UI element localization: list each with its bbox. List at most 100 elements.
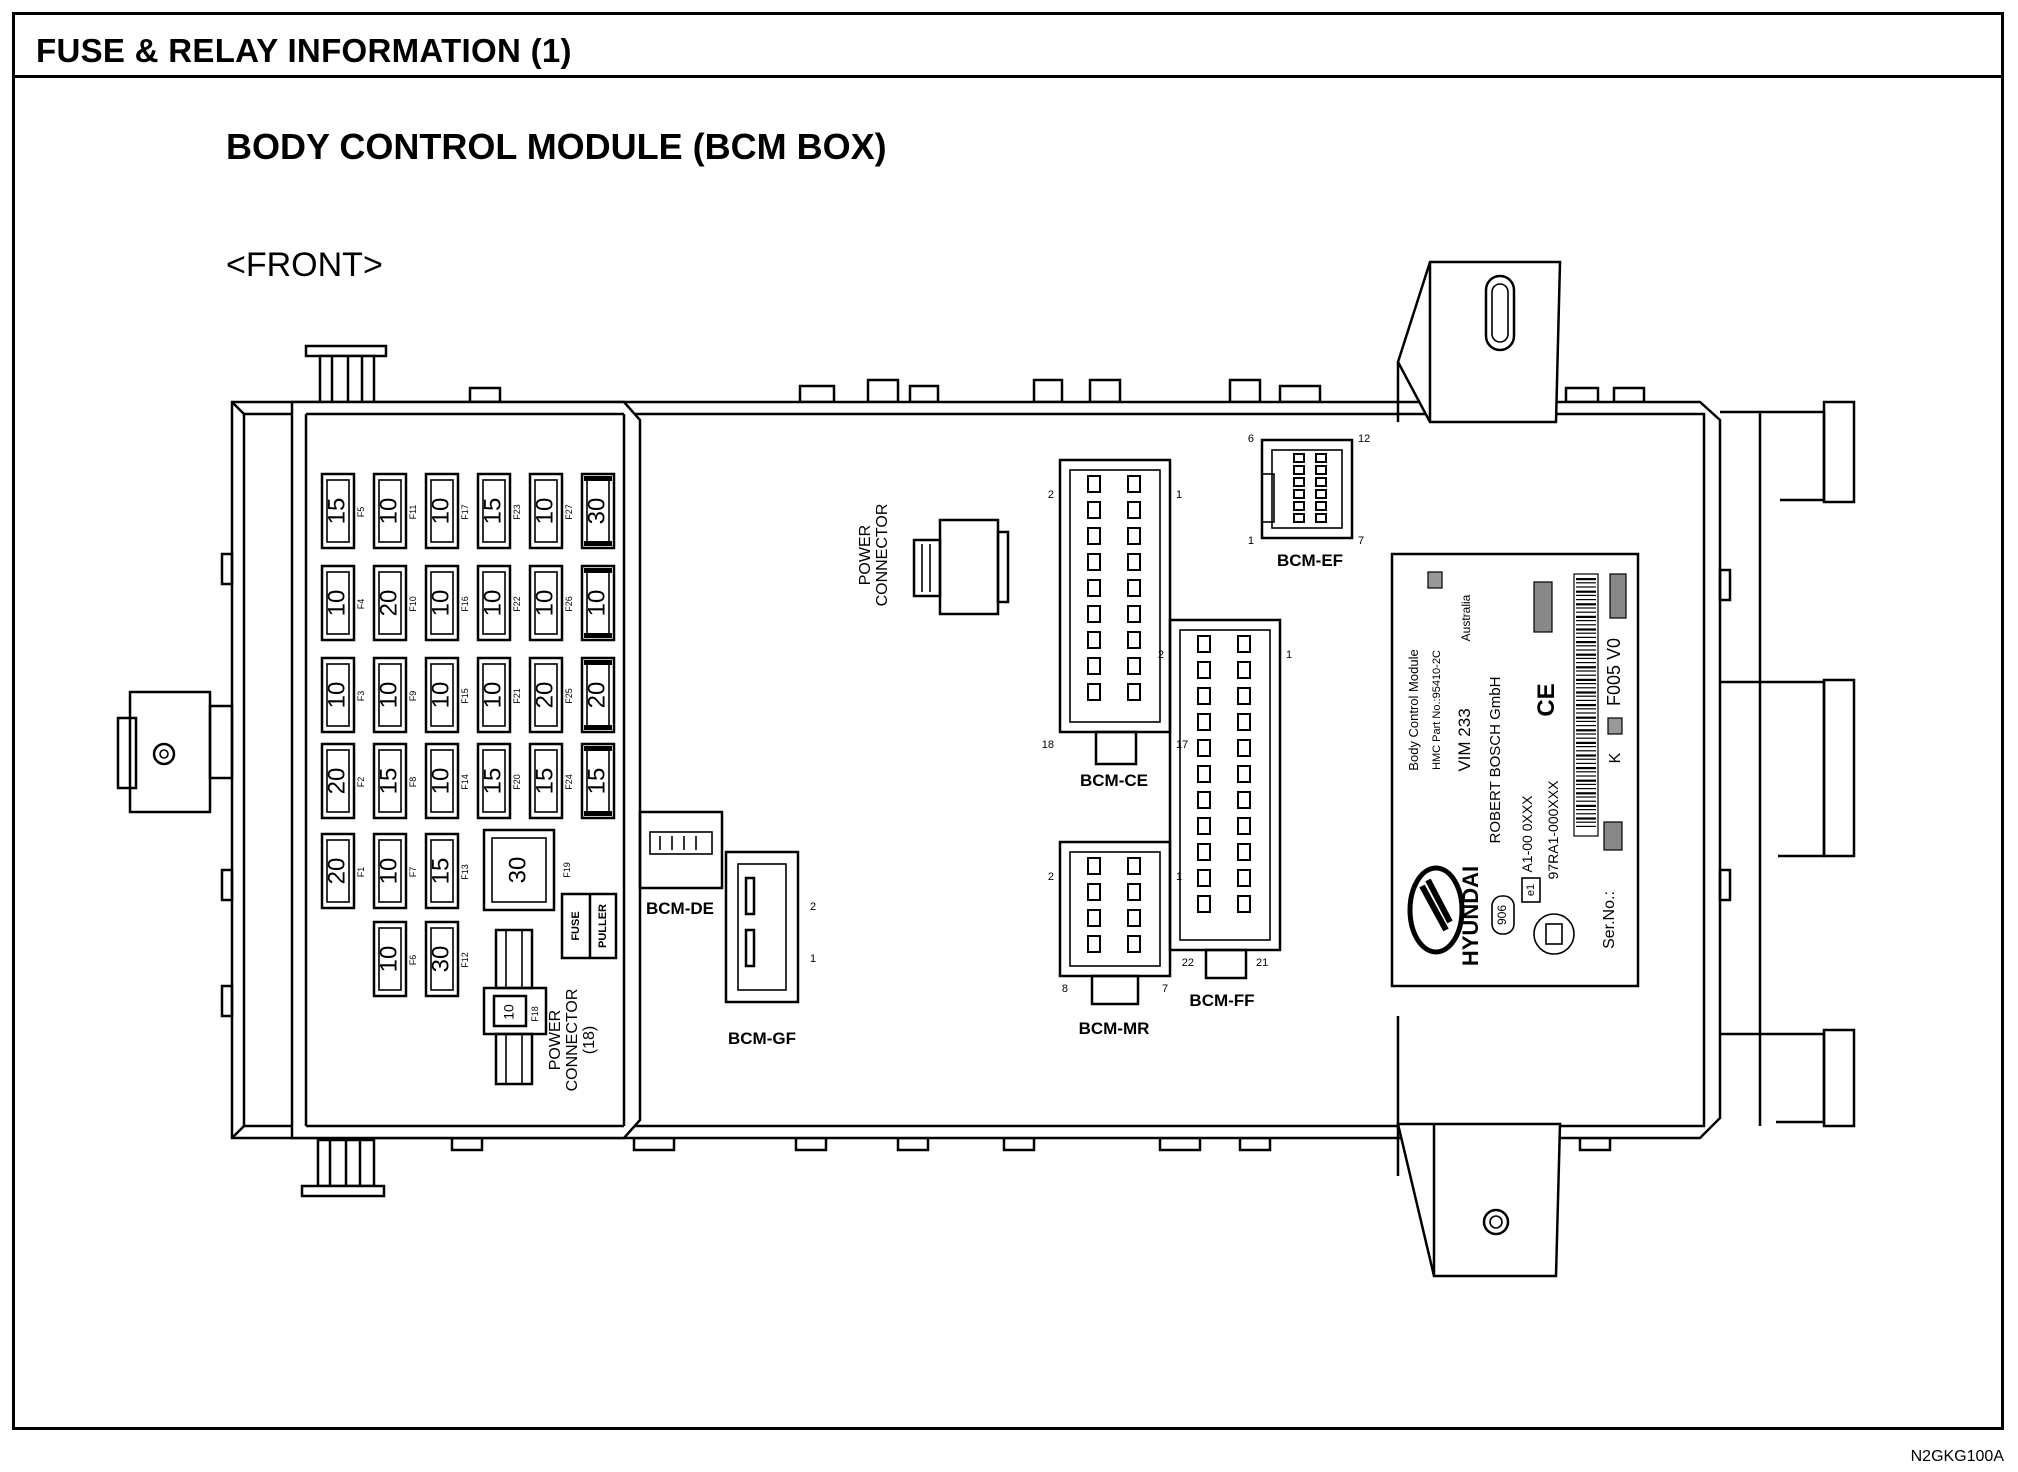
bcm-ce-pin-bl: 18 [1042,739,1054,751]
connector-bcm-mr[interactable]: 2 1 8 7 BCM-MR [1048,840,1182,1038]
fuse-f5[interactable]: 15 F5 [320,472,366,550]
fuse-id: F12 [460,952,470,968]
connector-pin [1127,527,1141,545]
connector-pin [1127,683,1141,701]
connector-pin [1315,501,1327,511]
fuse-amp: 15 [323,498,350,525]
fuse-puller[interactable]: FUSE PULLER [560,892,618,960]
fuse-id: F7 [408,867,418,878]
bcm-ce-pin-br: 17 [1176,739,1188,751]
fuse-id: F4 [356,599,366,610]
fuse-amp: 30 [427,946,454,973]
connector-pin [1127,553,1141,571]
bcm-mr-pins [1087,857,1141,953]
connector-pin [1197,791,1211,809]
fuse-amp: 15 [427,858,454,885]
fuse-id: F24 [564,774,574,790]
bcm-ce-label: BCM-CE [1080,771,1148,790]
bottom-bracket [1396,1016,1562,1278]
power-connector-18: 10 F18 POWER CONNECTOR (18) [482,928,598,1092]
figure-code: N2GKG100A [1910,1448,2004,1465]
plate-line-2: HMC Part No.:95410-2C [1431,650,1443,770]
connector-pin [1197,843,1211,861]
fuse-amp: 10 [375,946,402,973]
side-notches [220,552,1732,1018]
fuse-amp: 10 [531,590,558,617]
connector-bcm-ef[interactable]: 6 12 1 7 BCM-EF [1248,433,1370,570]
fuse-amp: 10 [375,682,402,709]
fuse-f12[interactable]: 30 F12 [424,920,470,998]
connector-pin [1315,513,1327,523]
connector-pin [1237,661,1251,679]
bcm-ce-pins [1087,475,1141,701]
fuse-f4[interactable]: 10 F4 [320,564,366,642]
connector-pin [1315,477,1327,487]
power-connector-18-label-2: CONNECTOR [564,989,581,1092]
connector-pin [1127,883,1141,901]
big-fuse-id: F19 [562,862,572,878]
bcm-ef-pins [1293,453,1327,523]
connector-bcm-ff[interactable]: 2 1 22 21 BCM-FF [1158,618,1292,1010]
connector-pin [1293,477,1305,487]
bcm-ef-label: BCM-EF [1277,551,1343,570]
power-connector-top-label-1: POWER [857,525,874,585]
bcm-ce-pin-tr: 1 [1176,489,1182,501]
fuse-spare-11[interactable]: 10 [580,564,616,642]
connector-bcm-de[interactable]: BCM-DE [638,810,724,918]
fuse-spare-17[interactable]: 20 [580,656,616,734]
fuse-18-id: F18 [530,1006,540,1022]
fuse-f7[interactable]: 10 F7 [372,832,418,910]
plate-line-5: ROBERT BOSCH GmbH [1487,677,1504,844]
connector-pin [1197,895,1211,913]
connector-bcm-gf[interactable]: 2 1 BCM-GF [724,850,816,1048]
connector-pin [1087,579,1101,597]
plate-line-6: A1-00 0XXX [1519,795,1535,873]
bcm-ff-pin-tl: 2 [1158,649,1164,661]
connector-pin [1197,739,1211,757]
fuse-spare-23[interactable]: 15 [580,742,616,820]
connector-bcm-ce[interactable]: 2 1 18 17 BCM-CE [1042,458,1189,790]
connector-pin [1127,579,1141,597]
bcm-ff-pin-bl: 22 [1182,957,1194,969]
top-edge-bumps [468,378,1646,404]
fuse-id: F27 [564,504,574,520]
fuse-f24[interactable]: 15 F24 [528,742,574,820]
fuse-puller-label-1: FUSE [570,911,582,940]
bottom-edge-bumps [450,1136,1612,1152]
connector-pin [1315,465,1327,475]
fuse-spare-5[interactable]: 30 [580,472,616,550]
connector-pin [1087,631,1101,649]
bcm-ef-pin-br: 7 [1358,535,1364,547]
fuse-amp: 15 [531,768,558,795]
module-label-plate: Body Control Module HMC Part No.:95410-2… [1390,552,1640,988]
bcm-ce-pin-tl: 2 [1048,489,1054,501]
fuse-amp: 10 [323,590,350,617]
plate-line-4: VIM 233 [1455,708,1474,771]
connector-pin [1237,895,1251,913]
connector-pin [1087,501,1101,519]
connector-pin [1237,687,1251,705]
fuse-id: F5 [356,507,366,518]
plate-e1: e1 [1525,884,1537,896]
fuse-amp: 10 [375,858,402,885]
